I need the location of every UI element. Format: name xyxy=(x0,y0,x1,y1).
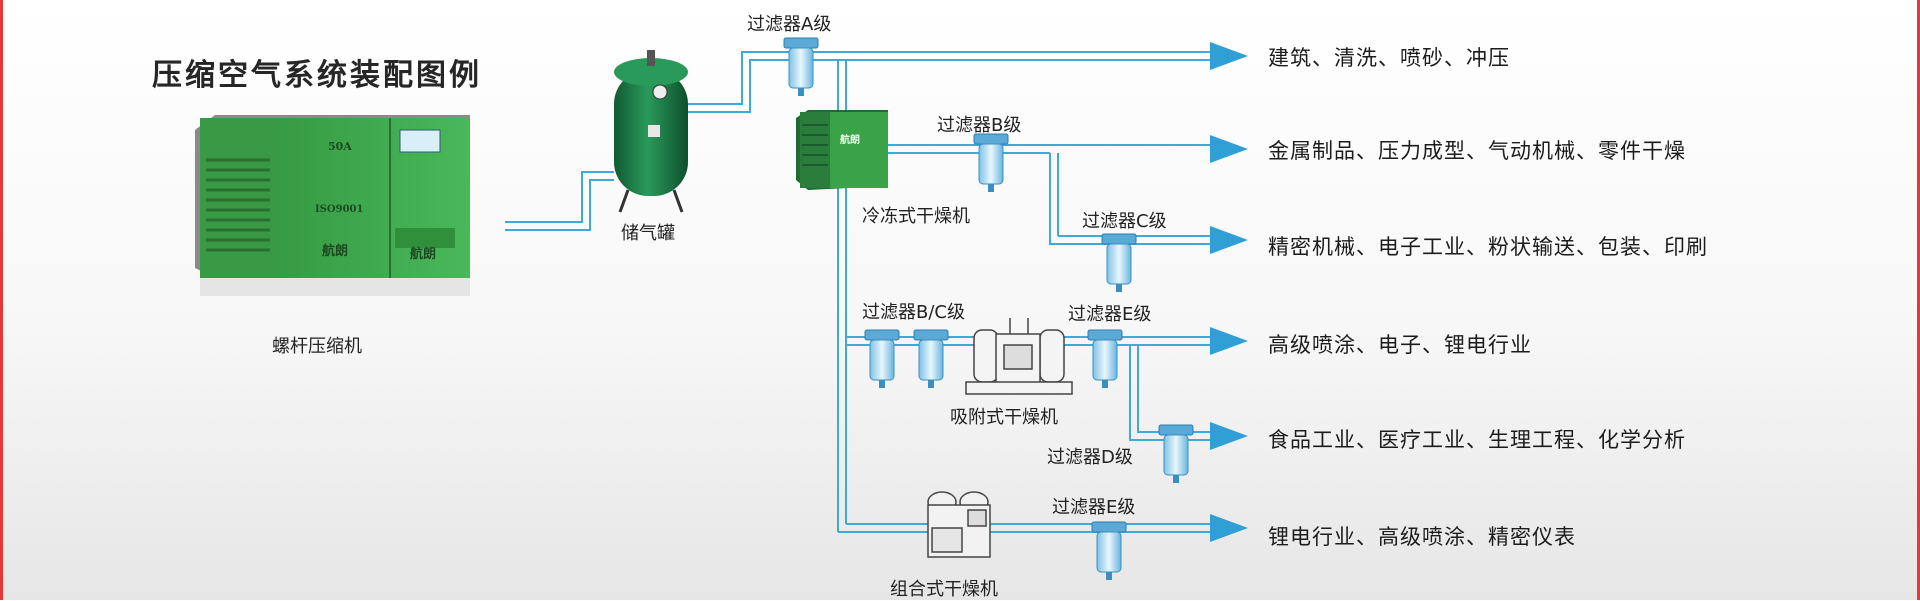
filter-b-label: 过滤器B级 xyxy=(937,115,1022,136)
filter-c-shape xyxy=(1101,233,1137,293)
filter-e1-label: 过滤器E级 xyxy=(1068,304,1152,325)
flow-arrows xyxy=(1210,42,1248,542)
arrow-3 xyxy=(1210,226,1248,254)
right-border xyxy=(1917,0,1920,600)
application-5: 食品工业、医疗工业、生理工程、化学分析 xyxy=(1268,428,1686,452)
application-4: 高级喷涂、电子、锂电行业 xyxy=(1268,333,1532,357)
filter-e1-shape xyxy=(1087,329,1123,389)
filter-b-shape xyxy=(973,133,1009,193)
filter-bc-label: 过滤器B/C级 xyxy=(862,302,965,323)
arrow-4 xyxy=(1210,327,1248,355)
diagram-title: 压缩空气系统装配图例 xyxy=(152,58,482,93)
filter-bc-shape-1 xyxy=(864,329,900,389)
refrigerated-dryer-label: 冷冻式干燥机 xyxy=(862,206,970,227)
refrigerated-dryer xyxy=(796,110,888,190)
application-6: 锂电行业、高级喷涂、精密仪表 xyxy=(1268,525,1576,549)
arrow-5 xyxy=(1210,422,1248,450)
application-1: 建筑、清洗、喷砂、冲压 xyxy=(1268,46,1510,70)
compressor-label: 螺杆压缩机 xyxy=(272,336,362,357)
filter-e2-shape xyxy=(1091,521,1127,581)
filter-a-shape xyxy=(783,37,819,97)
adsorption-dryer-label: 吸附式干燥机 xyxy=(950,407,1058,428)
compressor-cert-text: ISO9001 xyxy=(315,204,363,215)
filter-bc-shape-2 xyxy=(913,329,949,389)
compressor-model-text: 50A xyxy=(328,140,352,153)
compressor-brand-text: 航朗 xyxy=(322,243,348,259)
filter-c-label: 过滤器C级 xyxy=(1082,211,1167,232)
filter-e2-label: 过滤器E级 xyxy=(1052,497,1136,518)
filter-d-shape xyxy=(1158,424,1194,484)
adsorption-dryer xyxy=(965,318,1073,395)
application-2: 金属制品、压力成型、气动机械、零件干燥 xyxy=(1268,139,1686,163)
arrow-2 xyxy=(1210,135,1248,163)
combined-dryer-label: 组合式干燥机 xyxy=(890,579,998,600)
air-tank xyxy=(614,50,688,213)
compressor-brand-text-2: 航朗 xyxy=(410,246,436,262)
application-3: 精密机械、电子工业、粉状输送、包装、印刷 xyxy=(1268,235,1708,259)
filter-a-label: 过滤器A级 xyxy=(747,14,832,35)
filter-d-label: 过滤器D级 xyxy=(1047,447,1133,468)
combined-dryer xyxy=(927,491,991,558)
left-border xyxy=(0,0,3,600)
dryer-brand-text: 航朗 xyxy=(840,133,860,146)
arrow-1 xyxy=(1210,42,1248,70)
screw-compressor xyxy=(195,115,470,296)
arrow-6 xyxy=(1210,514,1248,542)
tank-label: 储气罐 xyxy=(621,223,675,244)
